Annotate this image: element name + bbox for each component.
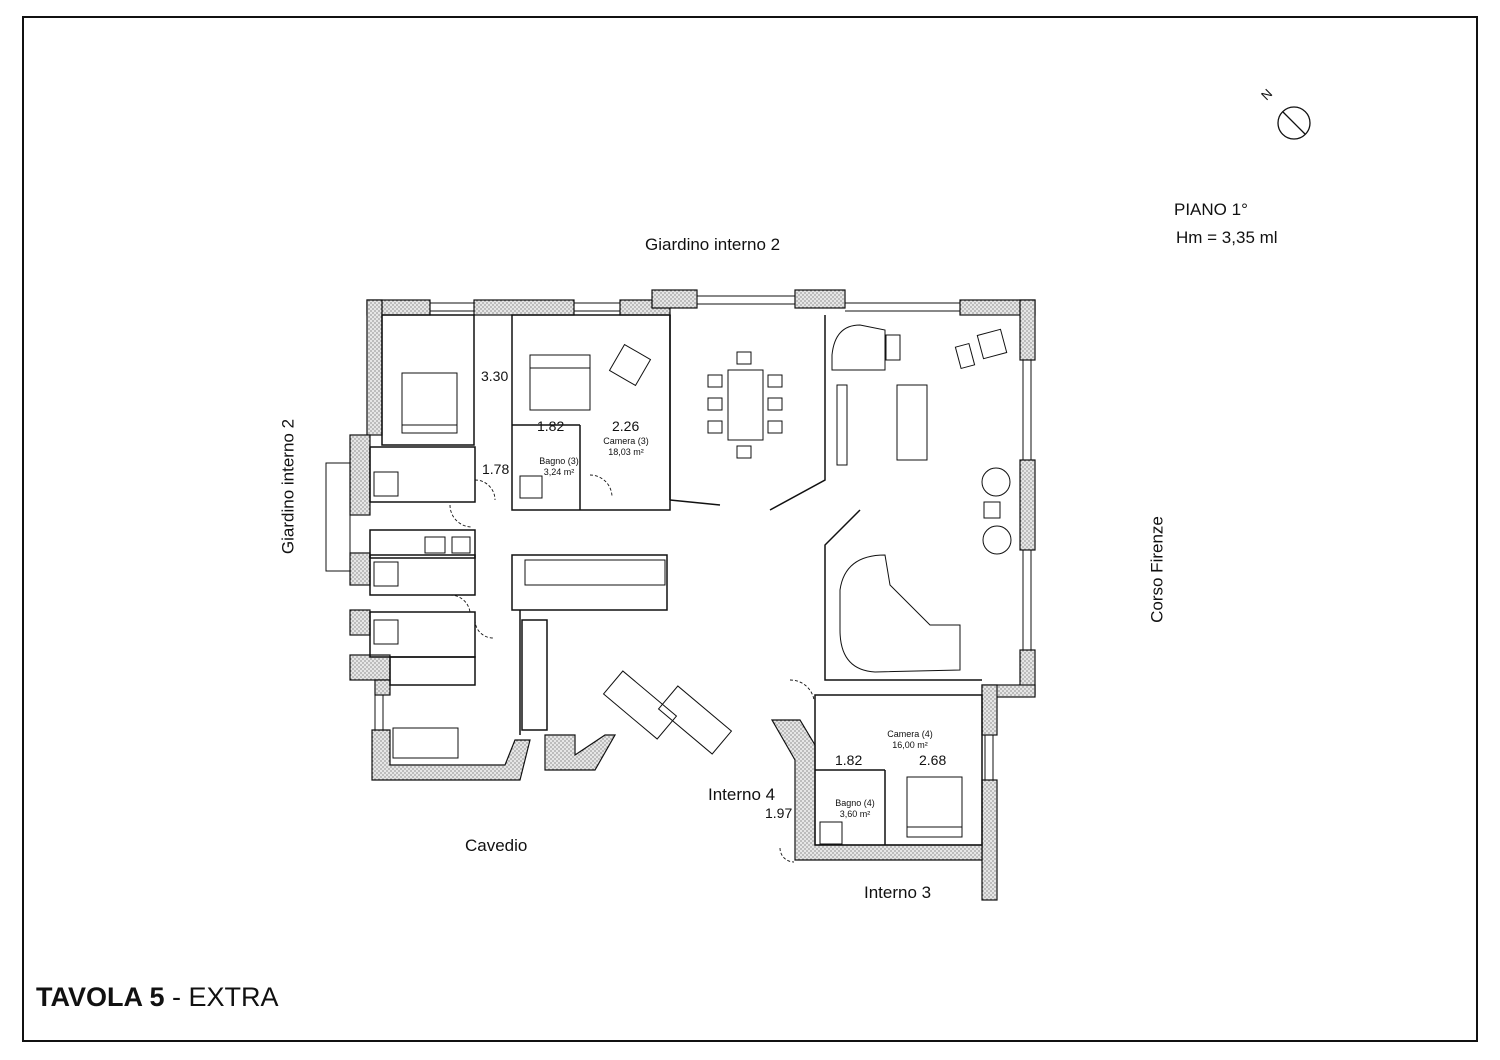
label-interno-4: Interno 4 — [708, 785, 776, 804]
room-number: (4) — [863, 798, 875, 808]
room-name: Bagno — [539, 456, 566, 466]
dimension-2-26: 2.26 — [612, 418, 640, 434]
exterior-walls — [349, 289, 1036, 901]
sheet-title-suffix: - EXTRA — [172, 982, 279, 1012]
label-left-garden: Giardino interno 2 — [278, 418, 298, 555]
room-number: (3) — [567, 456, 579, 466]
room-name: Camera — [603, 436, 636, 446]
room-label-bagno-3: Bagno (3) 3,24 m² — [530, 456, 588, 478]
room-label-camera-3: Camera (3) 18,03 m² — [596, 436, 656, 458]
dimension-1-78: 1.78 — [482, 461, 510, 477]
room-label-camera-4: Camera (4) 16,00 m² — [878, 729, 942, 751]
sheet-border — [22, 16, 1478, 1042]
dimension-1-97: 1.97 — [765, 805, 793, 821]
room-label-bagno-4: Bagno (4) 3,60 m² — [828, 798, 882, 820]
room-area: 18,03 m² — [608, 447, 644, 457]
dimension-1-82-a: 1.82 — [537, 418, 565, 434]
label-right-street: Corso Firenze — [1147, 516, 1167, 623]
floor-level: PIANO 1° — [1174, 200, 1248, 219]
room-number: (4) — [921, 729, 933, 739]
room-area: 16,00 m² — [892, 740, 928, 750]
dimension-1-82-b: 1.82 — [835, 752, 863, 768]
dimension-2-68: 2.68 — [919, 752, 947, 768]
label-cavedio: Cavedio — [465, 836, 528, 855]
interior-walls — [369, 314, 983, 846]
furniture — [373, 324, 1012, 845]
sheet-title: TAVOLA 5 - EXTRA — [36, 984, 279, 1011]
room-area: 3,24 m² — [543, 467, 575, 477]
room-number: (3) — [637, 436, 649, 446]
room-name: Camera — [887, 729, 920, 739]
windows — [325, 295, 1032, 780]
room-name: Bagno — [835, 798, 862, 808]
doors — [449, 474, 815, 863]
label-interno-3: Interno 3 — [864, 883, 932, 902]
dimension-3-30: 3.30 — [481, 368, 509, 384]
label-top-garden: Giardino interno 2 — [645, 235, 781, 254]
floor-height: Hm = 3,35 ml — [1176, 228, 1278, 247]
compass-icon — [1277, 106, 1311, 140]
sheet-title-number: TAVOLA 5 — [36, 982, 165, 1012]
room-area: 3,60 m² — [839, 809, 871, 819]
